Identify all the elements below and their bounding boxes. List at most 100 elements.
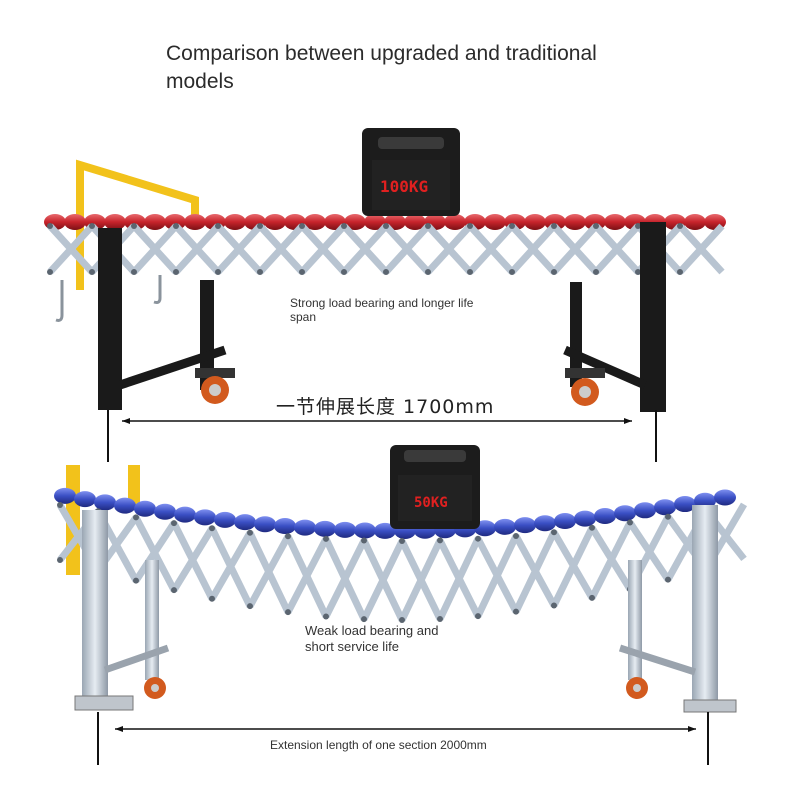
roller (64, 214, 86, 230)
upgraded-rollers (44, 214, 726, 230)
scissor-bar (341, 223, 389, 275)
scissor-bar (588, 520, 634, 600)
scissor-pin (215, 269, 221, 275)
traditional-wheel-right (626, 677, 648, 699)
scissor-pin (247, 529, 253, 536)
scissor-bar (284, 537, 330, 614)
roller (534, 515, 556, 532)
traditional-leg-right (692, 505, 718, 710)
scissor-pin (635, 269, 641, 275)
scissor-pin (509, 269, 515, 275)
traditional-conveyor (54, 445, 748, 713)
scissor-pin (551, 223, 557, 229)
traditional-caption-line1: Weak load bearing and (305, 623, 439, 638)
scissor-pin (399, 537, 405, 544)
roller (374, 522, 396, 539)
scissor-pin (89, 269, 95, 275)
roller (674, 496, 696, 513)
scissor-bar (133, 521, 177, 583)
roller (304, 214, 326, 230)
scissor-pin (171, 520, 177, 527)
roller (564, 214, 586, 230)
roller (274, 518, 296, 535)
scissor-bar (436, 537, 482, 621)
upgraded-brace-right (563, 345, 647, 390)
traditional-weight-label: 50KG (414, 495, 448, 511)
roller (344, 214, 366, 230)
scissor-bar (551, 223, 599, 275)
scissor-pin (361, 616, 367, 623)
scissor-pin (247, 603, 253, 610)
scissor-pin (257, 269, 263, 275)
scissor-bar (677, 223, 725, 275)
roller (94, 494, 116, 511)
scissor-pin (551, 269, 557, 275)
scissor-bar (246, 534, 292, 608)
scissor-pin (399, 616, 405, 623)
scissor-pin (47, 269, 53, 275)
page-title: Comparison between upgraded and traditio… (166, 42, 597, 93)
traditional-leg-left-inner (145, 560, 159, 680)
traditional-brace-right (618, 644, 697, 676)
upgraded-conveyor (44, 128, 726, 412)
traditional-dimension (97, 712, 709, 765)
scissor-bar (173, 223, 221, 275)
roller (654, 499, 676, 516)
scissor-pin (437, 615, 443, 622)
scissor-pin (509, 223, 515, 229)
scissor-pin (57, 557, 63, 563)
roller (514, 517, 536, 534)
roller (264, 214, 286, 230)
scissor-bar (322, 538, 368, 619)
scissor-pin (589, 594, 595, 601)
scissor-bar (171, 526, 215, 592)
scissor-pin (131, 223, 137, 229)
roller (444, 214, 466, 230)
roller (684, 214, 706, 230)
scissor-pin (635, 223, 641, 229)
scissor-pin (299, 223, 305, 229)
upgraded-hook-center (153, 275, 162, 304)
scissor-pin (131, 269, 137, 275)
scissor-pin (209, 595, 215, 602)
roller (184, 214, 206, 230)
scissor-bar (467, 223, 515, 275)
roller (174, 506, 196, 523)
roller (114, 497, 136, 514)
roller (364, 214, 386, 230)
traditional-handle-right (128, 465, 140, 510)
roller (404, 214, 426, 230)
scissor-bar (360, 539, 406, 621)
scissor-pin (341, 269, 347, 275)
traditional-scissor-frame (56, 502, 748, 623)
scissor-pin (677, 223, 683, 229)
traditional-wheel-left (144, 677, 166, 699)
scissor-pin (89, 223, 95, 229)
roller (484, 214, 506, 230)
scissor-pin (341, 223, 347, 229)
scissor-pin (323, 535, 329, 542)
roller (634, 502, 656, 519)
roller (74, 491, 96, 508)
scissor-pin (173, 223, 179, 229)
scissor-bar (208, 530, 254, 601)
scissor-pin (513, 532, 519, 539)
upgraded-weight (362, 128, 460, 216)
scissor-bar (398, 538, 444, 622)
roller (144, 214, 166, 230)
scissor-pin (437, 537, 443, 544)
scissor-pin (57, 502, 63, 508)
upgraded-wheel-left (195, 368, 235, 404)
scissor-bar (131, 223, 179, 275)
upgraded-scissor-frame (47, 223, 725, 275)
scissor-pin (551, 529, 557, 536)
traditional-leg-right-inner (628, 560, 642, 680)
scissor-pin (425, 269, 431, 275)
scissor-bar (47, 223, 95, 275)
traditional-weight (390, 445, 480, 529)
roller (614, 505, 636, 522)
scissor-pin (551, 602, 557, 609)
roller (294, 519, 316, 536)
scissor-pin (133, 514, 139, 521)
traditional-extension-label: Extension length of one section 2000mm (270, 738, 487, 752)
